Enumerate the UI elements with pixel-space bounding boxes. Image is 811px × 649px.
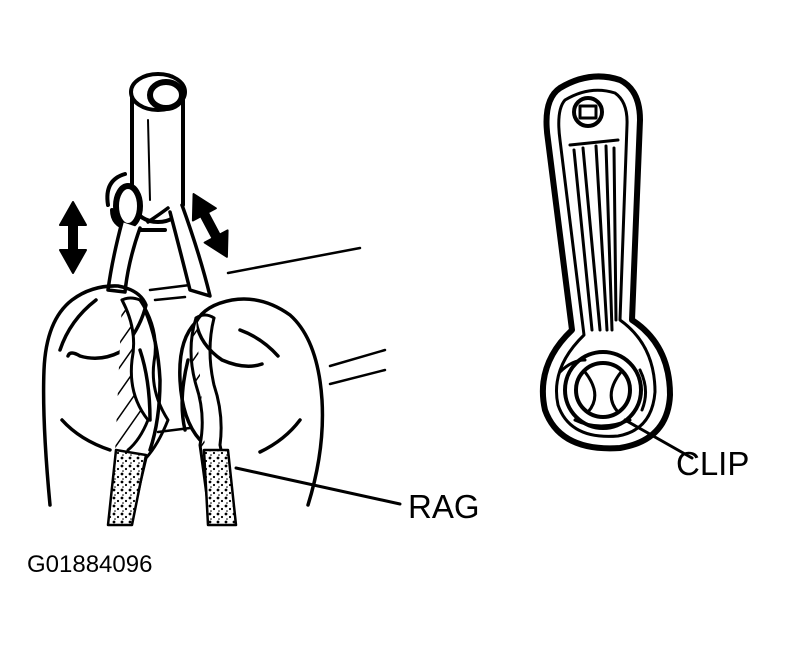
rag-label: RAG bbox=[408, 488, 480, 525]
rag-removal-illustration bbox=[41, 72, 402, 527]
right-hand bbox=[178, 297, 325, 507]
window-crank-handle bbox=[539, 73, 694, 460]
crank-knob-end bbox=[558, 350, 647, 430]
rag-ends bbox=[106, 448, 238, 527]
left-double-arrow bbox=[59, 201, 87, 274]
clip-label: CLIP bbox=[676, 445, 750, 482]
figure-id: G01884096 bbox=[27, 551, 153, 578]
crank-hub bbox=[572, 96, 604, 128]
rag-strands bbox=[106, 203, 212, 298]
crank-shaft bbox=[129, 72, 187, 224]
rag-leader-line bbox=[234, 466, 402, 506]
right-double-arrow bbox=[191, 193, 229, 258]
clip-leader-line bbox=[623, 418, 694, 460]
crank-arm-ribs bbox=[568, 138, 620, 332]
